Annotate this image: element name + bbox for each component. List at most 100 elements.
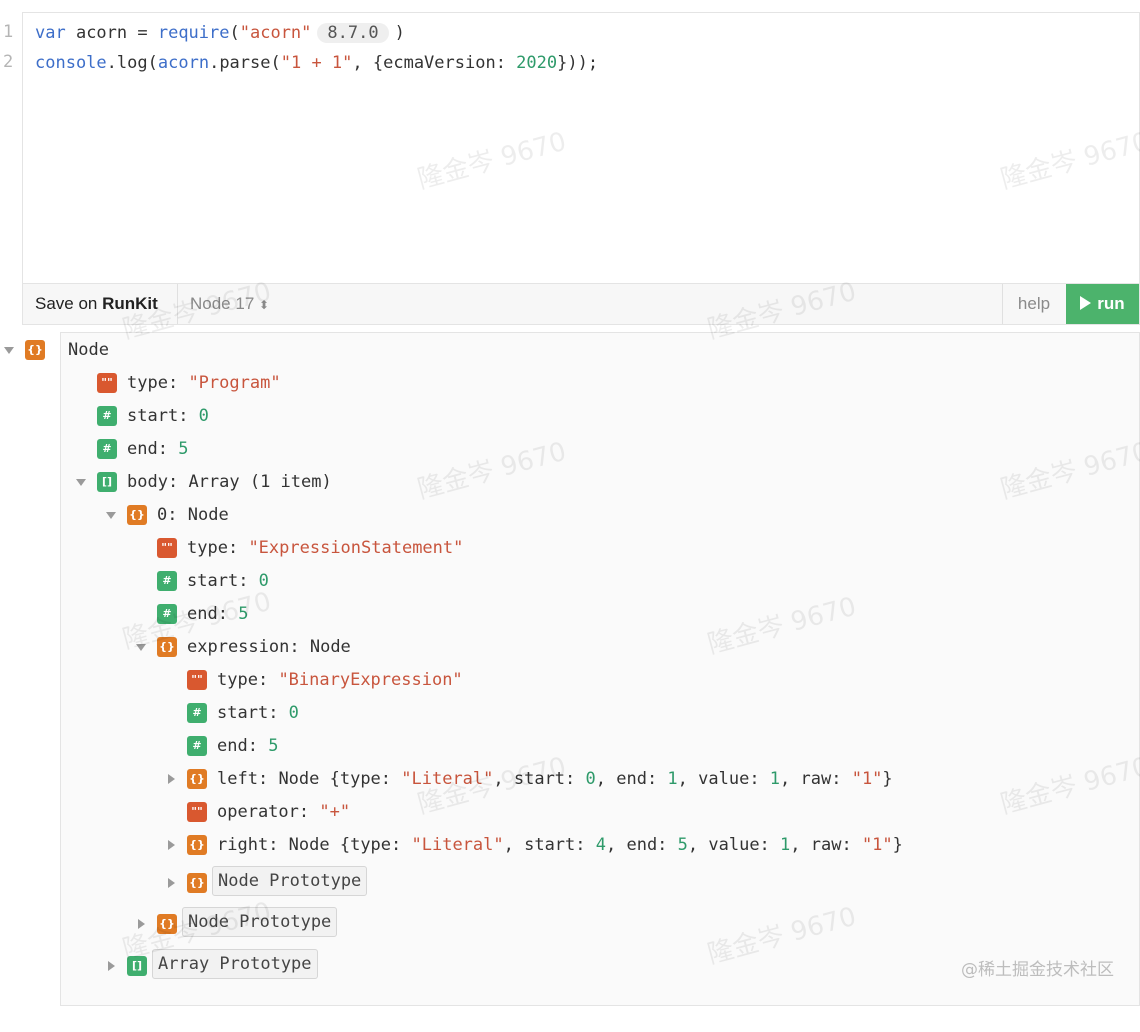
prototype-label[interactable]: Array Prototype bbox=[152, 949, 318, 979]
number-icon: # bbox=[97, 439, 117, 459]
dot: . bbox=[106, 53, 117, 73]
prop-value: Node {type: bbox=[288, 835, 412, 855]
prop-value: , value: bbox=[677, 769, 770, 789]
string-icon: "" bbox=[187, 670, 207, 690]
prop-value: "1" bbox=[851, 769, 883, 789]
collapse-toggle-icon[interactable] bbox=[76, 479, 86, 486]
expand-toggle-icon[interactable] bbox=[168, 878, 175, 888]
prop-value: 1 bbox=[780, 835, 791, 855]
string-icon: "" bbox=[97, 373, 117, 393]
prop-value: "ExpressionStatement" bbox=[248, 538, 464, 558]
prop-value: 0 bbox=[198, 406, 209, 426]
prop-value: Node {type: bbox=[278, 769, 402, 789]
prop-key: start bbox=[127, 406, 179, 426]
tree-row: "" type: "BinaryExpression" bbox=[0, 668, 600, 694]
prop-key: operator bbox=[217, 802, 299, 822]
prop-key: expression bbox=[187, 637, 290, 657]
string-literal: "acorn" bbox=[239, 23, 312, 43]
prop-value: , end: bbox=[595, 769, 668, 789]
number-icon: # bbox=[157, 571, 177, 591]
tree-row-prototype[interactable]: {} Node Prototype bbox=[0, 866, 400, 896]
code-line-2[interactable]: console.log(acorn.parse("1 + 1", {ecmaVe… bbox=[35, 53, 598, 73]
runkit-toolbar: Save on RunKit Node 17 ⬍ help run bbox=[22, 283, 1140, 325]
prop-value: 1 bbox=[769, 769, 781, 789]
paren: ( bbox=[147, 53, 158, 73]
tree-row-left[interactable]: {} left: Node {type: "Literal", start: 0… bbox=[0, 767, 920, 793]
prop-key: right bbox=[217, 835, 269, 855]
collapse-toggle-icon[interactable] bbox=[106, 512, 116, 519]
node-version-select[interactable]: Node 17 ⬍ bbox=[190, 294, 269, 314]
tree-row-root[interactable]: {} Node bbox=[0, 338, 140, 364]
prop-value: 4 bbox=[595, 835, 606, 855]
tree-row-item-0[interactable]: {} 0: Node bbox=[0, 503, 500, 529]
prop-value: "+" bbox=[319, 802, 351, 822]
object-icon: {} bbox=[187, 873, 207, 893]
help-button[interactable]: help bbox=[1002, 284, 1065, 324]
paren: ( bbox=[229, 23, 240, 43]
array-icon: [] bbox=[127, 956, 147, 976]
string-icon: "" bbox=[187, 802, 207, 822]
code-text: })); bbox=[557, 53, 599, 73]
prop-key: end bbox=[127, 439, 158, 459]
object-icon: {} bbox=[157, 637, 177, 657]
tree-row-right[interactable]: {} right: Node {type: "Literal", start: … bbox=[0, 833, 920, 859]
prop-value: 1 bbox=[667, 769, 678, 789]
tree-row-expression[interactable]: {} expression: Node bbox=[0, 635, 600, 661]
collapse-toggle-icon[interactable] bbox=[4, 347, 14, 354]
line-number: 2 bbox=[3, 52, 14, 72]
object-icon: {} bbox=[187, 835, 207, 855]
prop-value: , raw: bbox=[780, 769, 852, 789]
prop-key: type bbox=[127, 373, 168, 393]
expand-toggle-icon[interactable] bbox=[138, 919, 145, 929]
node-version-label: Node 17 bbox=[190, 294, 255, 313]
prop-value: 0 bbox=[258, 571, 269, 591]
method-name: log bbox=[116, 53, 148, 73]
play-icon bbox=[1080, 296, 1092, 310]
paren: ( bbox=[270, 53, 281, 73]
code-editor[interactable]: var acorn = require("acorn"8.7.0) consol… bbox=[22, 12, 1140, 283]
prop-value: "Literal" bbox=[401, 769, 494, 789]
prop-value: 0 bbox=[585, 769, 596, 789]
save-on-runkit-link[interactable]: Save on RunKit bbox=[35, 294, 158, 314]
tree-row: "" type: "Program" bbox=[0, 371, 400, 397]
divider bbox=[177, 284, 178, 324]
expand-toggle-icon[interactable] bbox=[168, 774, 175, 784]
run-label: run bbox=[1097, 294, 1125, 313]
run-button[interactable]: run bbox=[1066, 284, 1139, 324]
prop-key: type bbox=[217, 670, 258, 690]
prop-value: } bbox=[882, 769, 893, 789]
package-version-badge[interactable]: 8.7.0 bbox=[317, 23, 389, 43]
tree-row-body[interactable]: [] body: Array (1 item) bbox=[0, 470, 500, 496]
code-line-1[interactable]: var acorn = require("acorn"8.7.0) bbox=[35, 23, 405, 43]
prop-key: start bbox=[217, 703, 269, 723]
string-literal: "1 + 1" bbox=[280, 53, 353, 73]
line-number: 1 bbox=[3, 22, 14, 42]
prop-value: 5 bbox=[178, 439, 189, 459]
object-name: console bbox=[35, 53, 107, 73]
function-name: require bbox=[157, 23, 230, 43]
prop-key: left bbox=[217, 769, 258, 789]
prototype-label[interactable]: Node Prototype bbox=[182, 907, 338, 937]
prop-value: 5 bbox=[268, 736, 279, 756]
collapse-toggle-icon[interactable] bbox=[136, 644, 146, 651]
object-icon: {} bbox=[157, 914, 177, 934]
tree-row: # start: 0 bbox=[0, 701, 600, 727]
prop-value: , start: bbox=[503, 835, 596, 855]
array-icon: [] bbox=[97, 472, 117, 492]
paren: ) bbox=[394, 23, 405, 43]
prototype-label[interactable]: Node Prototype bbox=[212, 866, 368, 896]
tree-row: # end: 5 bbox=[0, 437, 400, 463]
save-prefix: Save on bbox=[35, 294, 103, 313]
prop-value: Array (1 item) bbox=[188, 472, 332, 492]
method-name: parse bbox=[219, 53, 271, 73]
prop-key: end bbox=[217, 736, 248, 756]
expand-toggle-icon[interactable] bbox=[168, 840, 175, 850]
source-credit: @稀土掘金技术社区 bbox=[961, 960, 1114, 980]
tree-row-prototype[interactable]: [] Array Prototype bbox=[0, 949, 400, 979]
tree-row-prototype[interactable]: {} Node Prototype bbox=[0, 907, 400, 937]
prop-value: Node bbox=[187, 505, 229, 525]
prop-value: "1" bbox=[861, 835, 893, 855]
number-icon: # bbox=[157, 604, 177, 624]
expand-toggle-icon[interactable] bbox=[108, 961, 115, 971]
prop-key: start bbox=[187, 571, 239, 591]
